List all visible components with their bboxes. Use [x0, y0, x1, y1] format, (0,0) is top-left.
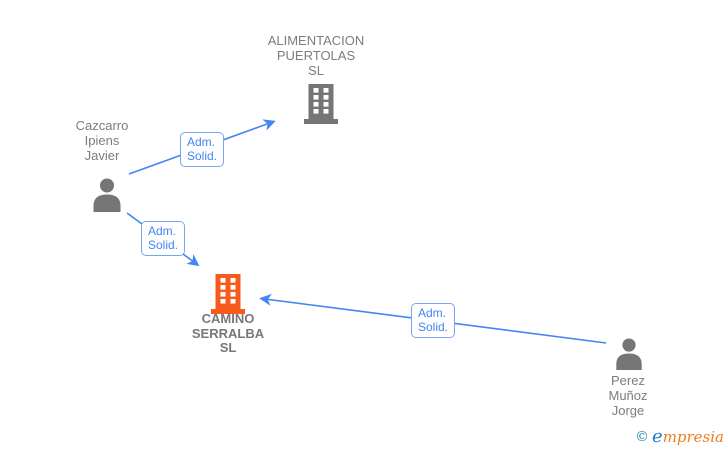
- empresia-logo-e: e: [652, 426, 663, 447]
- edge-label-adm-solid: Adm. Solid.: [411, 303, 456, 338]
- empresia-logo[interactable]: ©empresia: [635, 426, 724, 447]
- copyright-icon: ©: [635, 429, 650, 445]
- person-icon[interactable]: [92, 178, 122, 212]
- empresia-logo-text: mpresia: [662, 428, 724, 446]
- edge-label-adm-solid: Adm. Solid.: [180, 132, 225, 167]
- building-icon[interactable]: [211, 274, 245, 314]
- building-icon[interactable]: [304, 84, 338, 124]
- node-label-camino-serralba-sl[interactable]: CAMINO SERRALBA SL: [191, 311, 265, 355]
- node-label-cazcarro-ipiens-javier[interactable]: Cazcarro Ipiens Javier: [75, 118, 129, 163]
- edge-label-adm-solid: Adm. Solid.: [141, 221, 186, 256]
- node-label-perez-munoz-jorge[interactable]: Perez Muñoz Jorge: [608, 373, 648, 418]
- person-icon[interactable]: [614, 338, 644, 370]
- node-label-alimentacion-puertolas-sl[interactable]: ALIMENTACION PUERTOLAS SL: [267, 33, 365, 78]
